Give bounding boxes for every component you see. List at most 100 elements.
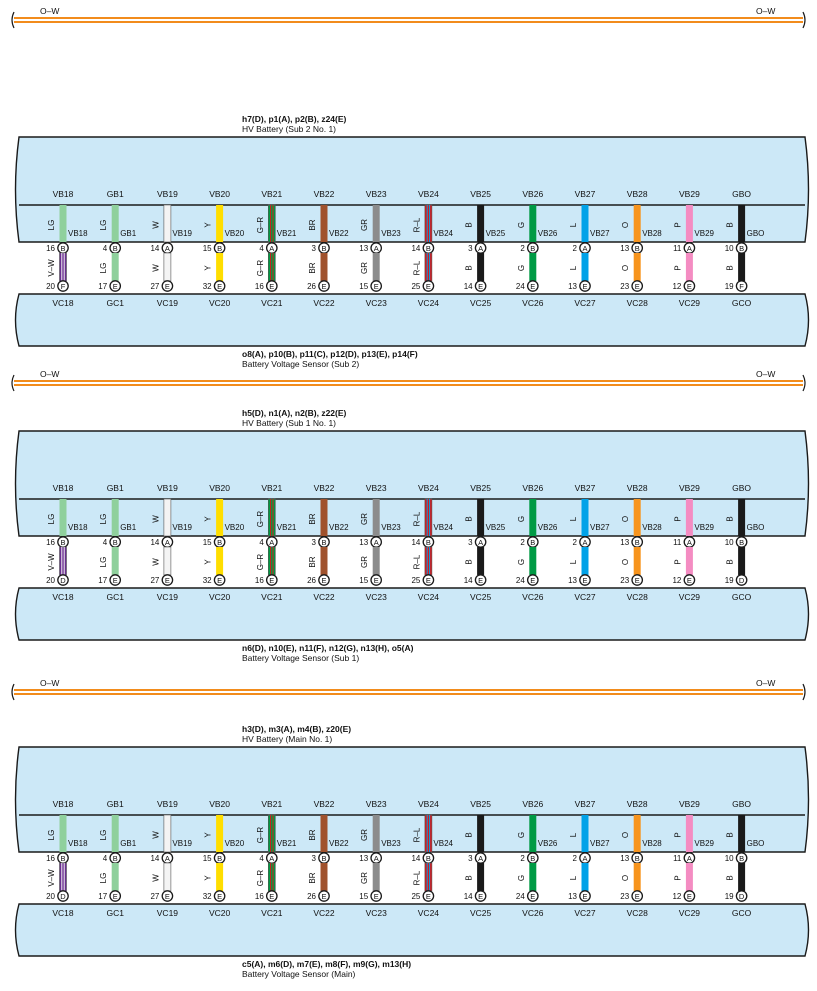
harness-break-right [802,683,806,701]
terminal-label-inner: VB26 [538,229,558,238]
pin-number-bottom: 25 [411,282,420,291]
connector-cavity-letter: F [739,282,744,291]
pin-number-top: 4 [103,538,108,547]
terminal-label-inner: VB20 [225,839,245,848]
connector-cavity-letter: E [217,892,222,901]
wire-color-code-top: O [621,222,630,228]
wire-r [424,498,433,537]
wire-color-code-top: GR [360,513,369,525]
pin-number-bottom: 13 [568,282,577,291]
wire-color-code-bottom: R–L [412,554,421,569]
terminal-label-top: VB28 [627,799,648,809]
terminal-label-inner: VB18 [68,839,88,848]
wire-color-code-bottom: P [673,875,682,880]
terminal-label-bottom: VC25 [470,298,492,308]
diagram-block-3: h3(D), m3(A), m4(B), z20(E)HV Battery (M… [14,724,810,979]
wire-color-code-bottom: GR [360,872,369,884]
wire-b [477,205,485,242]
terminal-label-bottom: VC19 [157,592,179,602]
terminal-label-bottom: VC26 [522,908,544,918]
terminal-label-inner: VB24 [433,229,453,238]
terminal-label-bottom: VC28 [627,592,649,602]
connector-cavity-letter: A [165,854,170,863]
wire-color-code-top: LG [47,830,56,841]
wire-v [59,862,67,892]
pin-number-bottom: 26 [307,892,316,901]
wire-color-code-top: B [465,222,474,227]
terminal-label-inner: VB21 [277,523,297,532]
pin-number-top: 2 [573,538,578,547]
wire-color-code-top: BR [308,219,317,230]
pin-number-top: 11 [673,854,682,863]
connector-cavity-letter: E [687,282,692,291]
pin-number-top: 3 [312,244,317,253]
connector-cavity-letter: A [687,538,692,547]
terminal-label-bottom: VC29 [679,908,701,918]
connector-cavity-letter: A [687,244,692,253]
pin-number-bottom: 16 [255,892,264,901]
terminal-label-bottom: VC20 [209,298,231,308]
terminal-label-top: VB21 [261,483,282,493]
wire-color-code-top: W [151,515,160,523]
wire-p [685,499,693,536]
wire-b [477,253,485,281]
wire-g [267,252,276,282]
terminal-label-top: GBO [732,483,751,493]
connector-cavity-letter: E [374,282,379,291]
connector-cavity-letter: E [478,282,483,291]
connector-cavity-letter: B [113,244,118,253]
connector-cavity-letter: E [374,576,379,585]
wire-br [320,205,328,242]
connector-cavity-letter: A [687,854,692,863]
wire-color-code-bottom: BR [308,556,317,567]
terminal-label-top: VB21 [261,799,282,809]
terminal-label-top: VB23 [366,799,387,809]
wire-color-code-bottom: O [621,265,630,271]
wire-color-code-bottom: V–W [47,259,56,277]
terminal-label-top: VB27 [575,483,596,493]
connector-cavity-letter: B [321,854,326,863]
terminal-label-inner: VB19 [172,229,192,238]
connector-cavity-letter: A [374,538,379,547]
terminal-label-inner: VB28 [642,839,662,848]
wire-lg [111,863,119,891]
wire-gr [372,205,380,242]
wire-l [581,499,589,536]
wire-lg [59,499,67,536]
hv-battery-name: HV Battery (Main No. 1) [242,734,332,744]
wire-color-code-bottom: V–W [47,553,56,571]
pin-number-top: 14 [411,854,420,863]
terminal-label-bottom: GC1 [106,592,124,602]
wire-color-code-bottom: Y [204,875,213,881]
terminal-label-top: VB29 [679,189,700,199]
sensor-connector-refs: n6(D), n10(E), n11(F), n12(G), n13(H), o… [242,643,414,653]
pin-number-bottom: 23 [620,282,629,291]
pin-number-bottom: 17 [98,892,107,901]
harness-break-right [802,11,806,29]
terminal-label-inner: VB19 [172,523,192,532]
connector-pin [57,280,69,292]
pin-number-bottom: 24 [516,576,525,585]
connector-cavity-letter: B [530,538,535,547]
pin-number-bottom: 26 [307,576,316,585]
terminal-label-top: GBO [732,799,751,809]
connector-cavity-letter: B [217,538,222,547]
connector-cavity-letter: B [113,854,118,863]
wire-lg [59,205,67,242]
wire-gr [372,499,380,536]
pin-number-top: 3 [312,538,317,547]
wire-color-code-bottom: R–L [412,260,421,275]
wire-p [685,547,693,575]
wire-color-code-bottom: B [726,559,735,564]
connector-pin [213,574,226,586]
wire-lg [111,253,119,281]
wire-w [163,204,172,243]
pin-number-top: 2 [520,244,525,253]
terminal-label-top: VB18 [53,189,74,199]
wire-b [738,863,746,891]
connector-cavity-letter: A [478,538,483,547]
